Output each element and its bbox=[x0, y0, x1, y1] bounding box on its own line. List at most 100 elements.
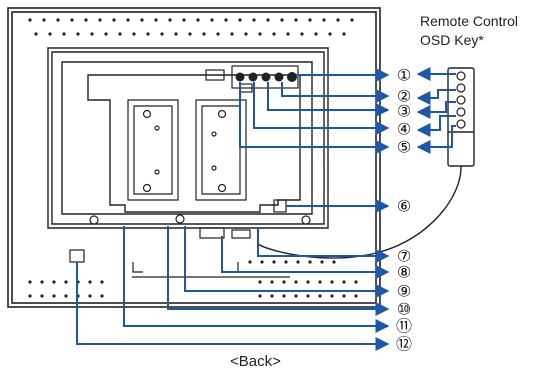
vent-hole bbox=[100, 294, 104, 298]
vent-hole bbox=[188, 32, 192, 36]
callout-leader-line bbox=[184, 226, 390, 298]
vent-hole bbox=[182, 18, 186, 22]
vent-hole bbox=[308, 18, 312, 22]
vent-hole bbox=[28, 18, 32, 22]
vent-hole bbox=[286, 32, 290, 36]
callout-number-3: ③ bbox=[397, 102, 411, 121]
vent-hole bbox=[354, 280, 358, 284]
vent-hole bbox=[314, 32, 318, 36]
vent-hole bbox=[34, 32, 38, 36]
vent-hole bbox=[272, 32, 276, 36]
vent-hole bbox=[248, 260, 252, 264]
vent-hole bbox=[318, 294, 322, 298]
vent-hole bbox=[84, 18, 88, 22]
connector-jacks bbox=[235, 72, 297, 82]
vent-hole bbox=[320, 260, 324, 264]
vent-hole bbox=[90, 32, 94, 36]
callout-leader-line bbox=[253, 82, 390, 135]
vent-hole bbox=[306, 294, 310, 298]
osd-buttons bbox=[456, 71, 466, 129]
callout-number-5: ⑤ bbox=[397, 138, 411, 157]
vent-hole bbox=[282, 280, 286, 284]
vent-hole bbox=[56, 18, 60, 22]
vent-hole bbox=[126, 18, 130, 22]
callout-number-2: ② bbox=[397, 87, 411, 106]
callout-number-1: ① bbox=[397, 66, 411, 85]
vent-hole bbox=[88, 294, 92, 298]
vent-hole bbox=[98, 18, 102, 22]
remote-control-title: Remote Control OSD Key* bbox=[420, 12, 518, 50]
vent-hole bbox=[62, 32, 66, 36]
vent-hole bbox=[160, 32, 164, 36]
callout-leader-line bbox=[416, 125, 456, 154]
vent-hole bbox=[202, 32, 206, 36]
vent-hole bbox=[52, 294, 56, 298]
vesa-mount-plates bbox=[127, 99, 247, 201]
remote-control-title-line1: Remote Control bbox=[420, 13, 519, 29]
vent-hole bbox=[140, 18, 144, 22]
vent-hole bbox=[342, 294, 346, 298]
vent-hole bbox=[174, 32, 178, 36]
vent-hole bbox=[112, 18, 116, 22]
remote-control-title-line2: OSD Key* bbox=[420, 32, 484, 48]
vent-hole bbox=[258, 294, 262, 298]
vent-hole bbox=[196, 18, 200, 22]
callout-number-7: ⑦ bbox=[397, 247, 411, 266]
callout-leader-line bbox=[167, 226, 390, 316]
vent-hole bbox=[88, 280, 92, 284]
vent-hole bbox=[168, 18, 172, 22]
vent-hole bbox=[100, 280, 104, 284]
vent-hole bbox=[328, 32, 332, 36]
callout-leader-line bbox=[416, 89, 456, 105]
vent-hole bbox=[330, 280, 334, 284]
vent-hole bbox=[48, 32, 52, 36]
callout-leader-line bbox=[416, 115, 456, 137]
vent-hole bbox=[76, 32, 80, 36]
vent-hole bbox=[294, 294, 298, 298]
vent-hole bbox=[270, 280, 274, 284]
callout-leader-line bbox=[239, 82, 390, 154]
vent-hole bbox=[64, 280, 68, 284]
callout-leader-line bbox=[221, 236, 390, 279]
vent-hole bbox=[132, 32, 136, 36]
vent-hole bbox=[318, 280, 322, 284]
vent-hole bbox=[216, 32, 220, 36]
vent-hole bbox=[146, 32, 150, 36]
callout-number-10: ⑩ bbox=[397, 300, 411, 319]
vent-hole bbox=[244, 32, 248, 36]
vent-hole bbox=[28, 294, 32, 298]
vent-hole bbox=[52, 280, 56, 284]
vent-hole bbox=[266, 18, 270, 22]
back-view-caption: <Back> bbox=[230, 353, 281, 370]
vent-hole bbox=[40, 280, 44, 284]
callout-number-6: ⑥ bbox=[397, 197, 411, 216]
callout-leader-line bbox=[123, 226, 390, 333]
vent-hole bbox=[252, 18, 256, 22]
vent-hole bbox=[28, 280, 32, 284]
vent-holes bbox=[28, 18, 358, 298]
vent-hole bbox=[294, 18, 298, 22]
vent-hole bbox=[350, 18, 354, 22]
vent-hole bbox=[70, 18, 74, 22]
callout-number-4: ④ bbox=[397, 120, 411, 139]
vent-hole bbox=[272, 260, 276, 264]
vent-hole bbox=[224, 18, 228, 22]
vent-hole bbox=[306, 280, 310, 284]
callout-leader-line bbox=[76, 262, 390, 351]
vent-hole bbox=[260, 260, 264, 264]
vent-hole bbox=[104, 32, 108, 36]
vent-hole bbox=[342, 32, 346, 36]
vent-hole bbox=[342, 280, 346, 284]
vent-hole bbox=[284, 260, 288, 264]
vent-hole bbox=[258, 32, 262, 36]
vent-hole bbox=[280, 18, 284, 22]
vent-hole bbox=[270, 294, 274, 298]
vent-hole bbox=[64, 294, 68, 298]
vent-hole bbox=[296, 260, 300, 264]
vent-hole bbox=[322, 18, 326, 22]
callout-number-9: ⑨ bbox=[397, 282, 411, 301]
vent-hole bbox=[42, 18, 46, 22]
vent-hole bbox=[118, 32, 122, 36]
vent-hole bbox=[354, 294, 358, 298]
